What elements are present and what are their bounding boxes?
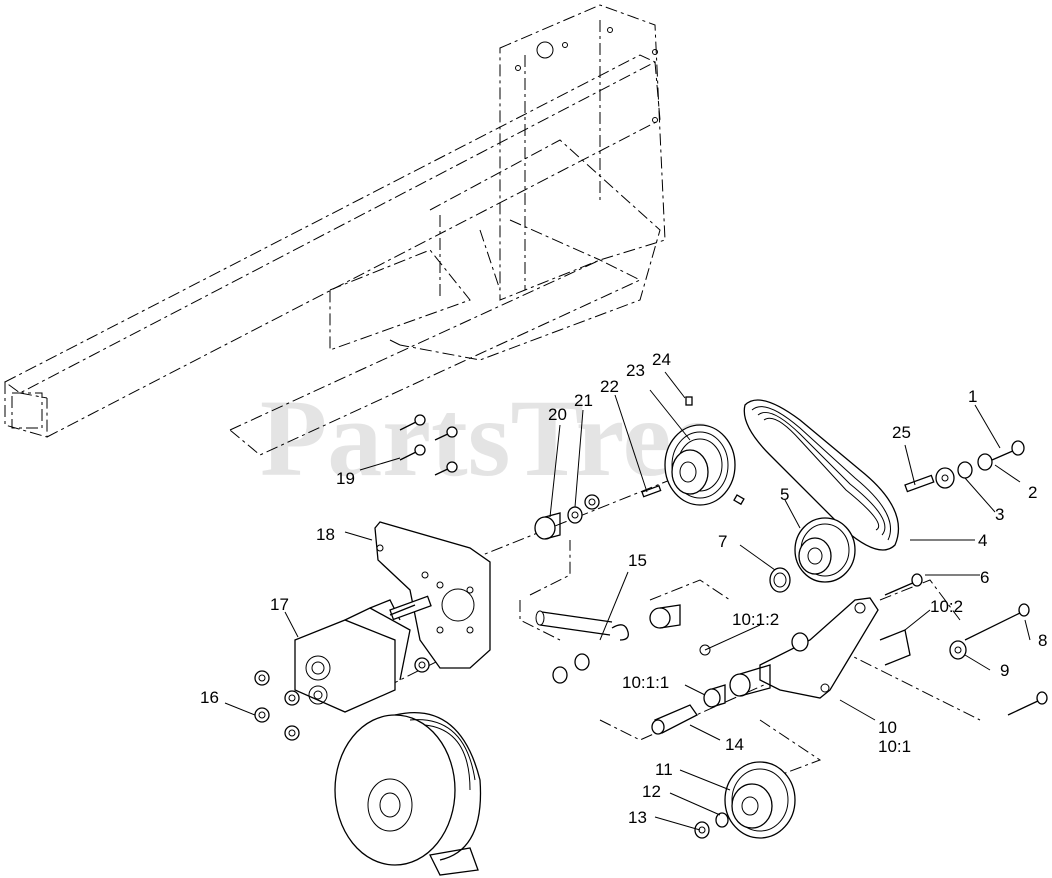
nut-set-16	[254, 657, 430, 741]
callout-12: 12	[642, 782, 661, 801]
callout-8: 8	[1038, 631, 1047, 650]
drive-belt	[743, 399, 900, 551]
callout-21: 21	[574, 391, 593, 410]
callout-19: 19	[336, 469, 355, 488]
callout-25: 25	[892, 423, 911, 442]
callout-10-1-1: 10:1:1	[622, 673, 669, 692]
drive-pulley	[664, 396, 745, 506]
callout-3: 3	[995, 505, 1004, 524]
callout-20: 20	[548, 405, 567, 424]
flat-idler-pulley	[694, 761, 796, 839]
callout-10: 10	[878, 718, 897, 737]
callout-22: 22	[600, 377, 619, 396]
electric-clutch	[334, 711, 482, 876]
callout-18: 18	[316, 525, 335, 544]
callout-7: 7	[718, 532, 727, 551]
watermark-text: PartsTree	[260, 377, 720, 499]
callout-15: 15	[628, 551, 647, 570]
callout-2: 2	[1028, 483, 1037, 502]
spacer-group	[534, 485, 662, 540]
callout-11: 11	[655, 760, 673, 779]
callout-24: 24	[652, 350, 671, 369]
washer-15	[574, 653, 590, 671]
mount-plate	[374, 521, 491, 669]
pulley-hardware	[904, 440, 1025, 493]
callout-4: 4	[978, 531, 987, 550]
nut-15	[552, 666, 568, 684]
bolt-set-19	[389, 414, 458, 616]
callout-23: 23	[626, 361, 645, 380]
callout-16: 16	[200, 688, 219, 707]
callout-5: 5	[780, 485, 789, 504]
bushing-set	[651, 684, 726, 735]
idler-arm	[699, 597, 879, 699]
callout-17: 17	[270, 595, 289, 614]
callout-6: 6	[980, 568, 989, 587]
callout-labels: 1 2 3 4 5 6 7 8 9 10 10:1 10:2 10:1:1 10…	[200, 350, 1047, 827]
idler-pulley-5	[769, 517, 856, 593]
leader-lines	[224, 371, 1031, 831]
callout-13: 13	[628, 808, 647, 827]
callout-1: 1	[968, 387, 977, 406]
callout-10-1: 10:1	[878, 737, 911, 756]
callout-14: 14	[725, 735, 744, 754]
hydraulic-pump	[294, 595, 432, 713]
callout-9: 9	[1000, 661, 1009, 680]
callout-10-2: 10:2	[930, 597, 963, 616]
callout-10-1-2: 10:1:2	[732, 610, 779, 629]
tension-spring	[535, 604, 681, 641]
arm-bolts	[879, 573, 1048, 716]
